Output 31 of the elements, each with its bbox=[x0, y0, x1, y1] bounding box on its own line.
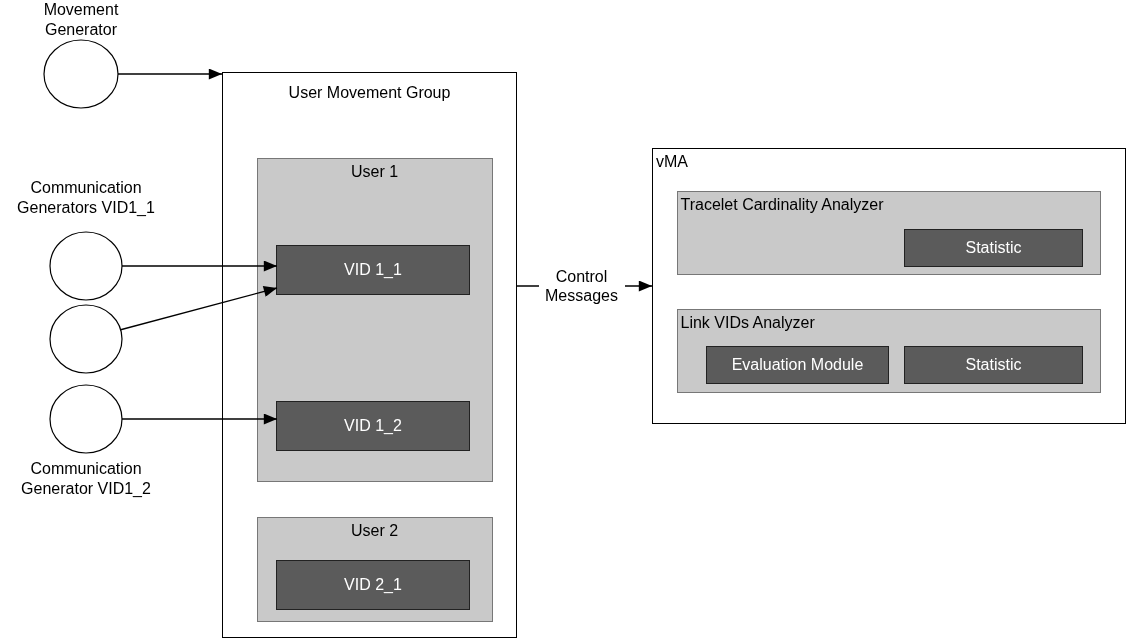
arrow bbox=[120, 286, 278, 331]
arrow bbox=[121, 413, 278, 425]
module-label: VID 1_2 bbox=[344, 417, 402, 435]
arrow bbox=[117, 68, 223, 80]
module-box bbox=[904, 346, 1083, 384]
box-title: vMA bbox=[655, 152, 689, 172]
box-title: User 1 bbox=[349, 161, 400, 182]
module-label: Statistic bbox=[965, 239, 1022, 257]
box-title: User Movement Group bbox=[287, 83, 452, 103]
generator-label: Communication Generators VID1_1 bbox=[16, 178, 156, 218]
component-box bbox=[256, 157, 493, 482]
container-box bbox=[222, 72, 517, 638]
module-label: Evaluation Module bbox=[731, 356, 864, 374]
module-label: Statistic bbox=[965, 356, 1022, 374]
module-box bbox=[904, 229, 1083, 267]
module-box bbox=[706, 346, 889, 384]
box-title: Link VIDs Analyzer bbox=[679, 312, 816, 333]
generator-label: Communication Generator VID1_2 bbox=[20, 459, 152, 499]
component-box bbox=[676, 308, 1101, 393]
component-box bbox=[256, 516, 493, 622]
module-label: VID 2_1 bbox=[344, 576, 402, 594]
module-box bbox=[276, 401, 470, 451]
module-box bbox=[276, 245, 470, 295]
module-label: VID 1_1 bbox=[344, 261, 402, 279]
component-box bbox=[676, 190, 1101, 275]
arrow bbox=[121, 260, 278, 272]
module-box bbox=[276, 560, 470, 610]
box-title: User 2 bbox=[349, 520, 400, 541]
box-title: Tracelet Cardinality Analyzer bbox=[679, 194, 885, 215]
container-box bbox=[652, 148, 1126, 424]
generator-label: Movement Generator bbox=[42, 0, 120, 40]
